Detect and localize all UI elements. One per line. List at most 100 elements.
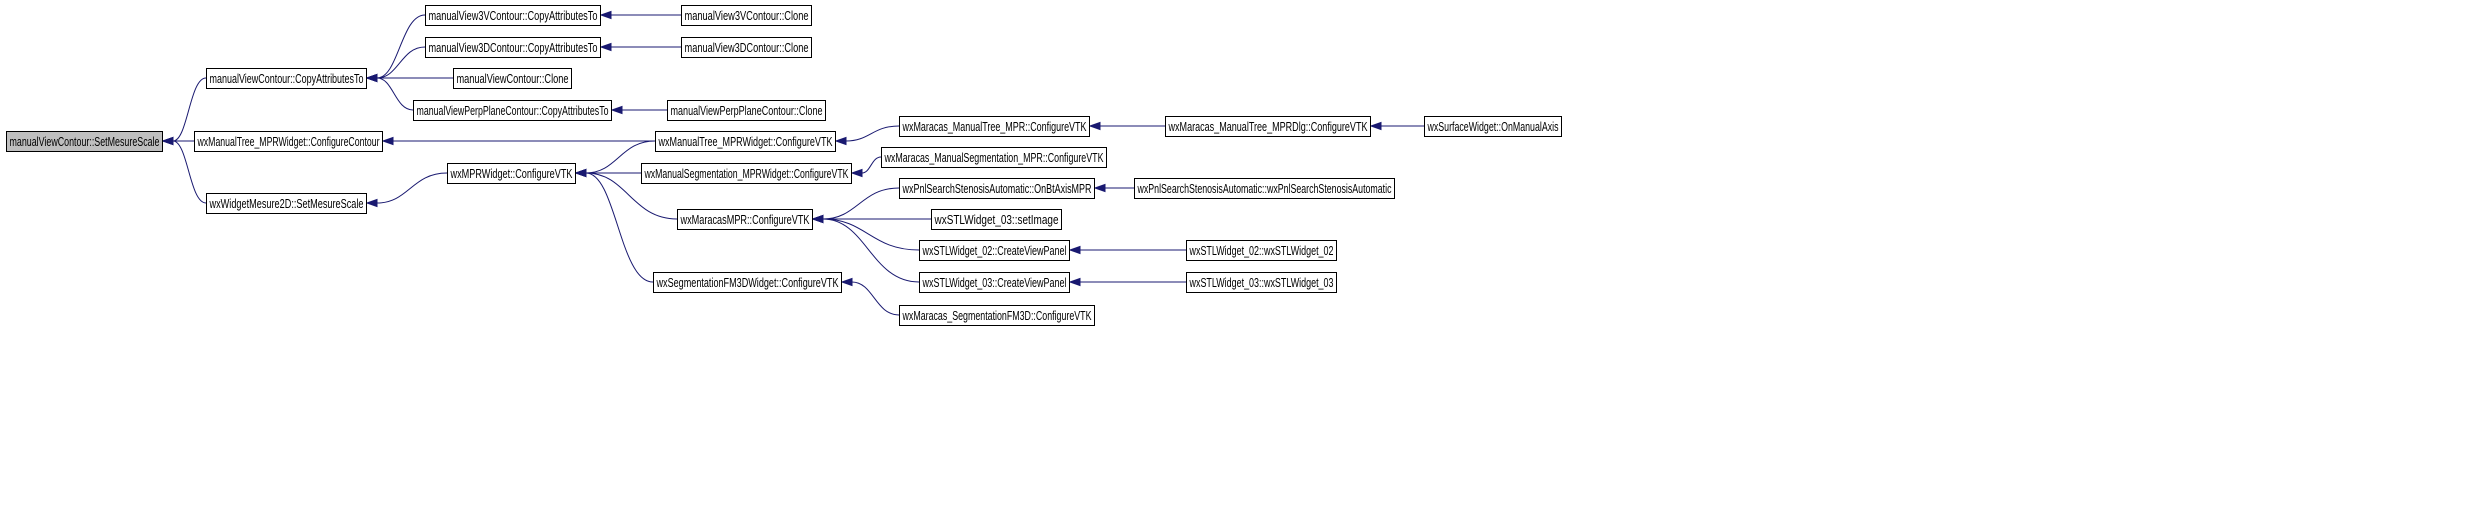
- node-wxmaracasmpr-configurevtk[interactable]: wxMaracasMPR::ConfigureVTK: [677, 209, 813, 230]
- arrowhead-n25-to-n14: [811, 214, 824, 224]
- node-label: wxManualSegmentation_MPRWidget::Configur…: [644, 167, 849, 181]
- node-manualviewcontour-clone[interactable]: manualViewContour::Clone: [453, 68, 572, 89]
- node-wxstlwidget-02-wxstlwidget-02[interactable]: wxSTLWidget_02::wxSTLWidget_02: [1186, 240, 1337, 261]
- node-manualview3vcontour-clone[interactable]: manualView3VContour::Clone: [681, 5, 812, 26]
- node-box[interactable]: [899, 116, 1090, 137]
- node-box[interactable]: [899, 305, 1095, 326]
- node-label: wxManualTree_MPRWidget::ConfigureVTK: [658, 135, 833, 149]
- node-box[interactable]: [919, 272, 1070, 293]
- node-box[interactable]: [447, 163, 576, 184]
- node-label: manualViewPerpPlaneContour::Clone: [671, 104, 823, 118]
- node-box[interactable]: [667, 100, 826, 121]
- node-box[interactable]: [206, 68, 367, 89]
- node-label: wxMPRWidget::ConfigureVTK: [450, 167, 573, 181]
- edge-n23-to-n14: [822, 218, 920, 251]
- node-label: wxManualTree_MPRWidget::ConfigureContour: [197, 135, 380, 149]
- node-box[interactable]: [413, 100, 612, 121]
- node-box[interactable]: [653, 272, 842, 293]
- node-box[interactable]: [881, 147, 1107, 168]
- node-box[interactable]: [1186, 240, 1337, 261]
- node-box[interactable]: [681, 5, 812, 26]
- edge-n25-to-n14: [822, 218, 920, 283]
- node-box[interactable]: [1165, 116, 1371, 137]
- node-wxmaracas-segmentationfm3d-configurevtk[interactable]: wxMaracas_SegmentationFM3D::ConfigureVTK: [899, 305, 1095, 326]
- node-label: wxSurfaceWidget::OnManualAxis: [1427, 120, 1559, 134]
- edge-n20-to-n14: [822, 187, 900, 220]
- node-box[interactable]: [425, 5, 601, 26]
- node-label: wxMaracas_ManualTree_MPR::ConfigureVTK: [902, 120, 1087, 134]
- node-box[interactable]: [931, 209, 1062, 230]
- edge-n27-to-n15: [851, 281, 900, 316]
- node-box[interactable]: [641, 163, 852, 184]
- node-label: manualViewContour::SetMesureScale: [10, 135, 160, 149]
- node-wxstlwidget-03-createviewpanel[interactable]: wxSTLWidget_03::CreateViewPanel: [919, 272, 1070, 293]
- node-wxpnlsearchstenosisautomatic-onbtaxismpr[interactable]: wxPnlSearchStenosisAutomatic::OnBtAxisMP…: [899, 178, 1095, 199]
- node-wxmaracas-manualtree-mprdlg-configurevtk[interactable]: wxMaracas_ManualTree_MPRDlg::ConfigureVT…: [1165, 116, 1371, 137]
- node-box[interactable]: [1186, 272, 1337, 293]
- arrowhead-n18-to-n17: [1369, 121, 1382, 131]
- node-label: wxMaracas_ManualSegmentation_MPR::Config…: [884, 151, 1104, 165]
- node-wxmanualtree-mprwidget-configurevtk[interactable]: wxManualTree_MPRWidget::ConfigureVTK: [655, 131, 836, 152]
- node-wxmprwidget-configurevtk[interactable]: wxMPRWidget::ConfigureVTK: [447, 163, 576, 184]
- node-wxsegmentationfm3dwidget-configurevtk[interactable]: wxSegmentationFM3DWidget::ConfigureVTK: [653, 272, 842, 293]
- edge-n4-to-n1: [376, 14, 426, 79]
- node-wxmaracas-manualsegmentation-mpr-configurevtk[interactable]: wxMaracas_ManualSegmentation_MPR::Config…: [881, 147, 1107, 168]
- edge-n15-to-n11: [585, 172, 654, 283]
- edge-n14-to-n11: [585, 172, 678, 220]
- node-wxsurfacewidget-onmanualaxis[interactable]: wxSurfaceWidget::OnManualAxis: [1424, 116, 1562, 137]
- node-label: manualView3VContour::CopyAttributesTo: [429, 9, 598, 23]
- node-wxmanualtree-mprwidget-configurecontour[interactable]: wxManualTree_MPRWidget::ConfigureContour: [194, 131, 383, 152]
- node-box[interactable]: [6, 131, 163, 152]
- node-label: wxSTLWidget_02::wxSTLWidget_02: [1189, 244, 1334, 258]
- node-label: wxMaracasMPR::ConfigureVTK: [680, 213, 810, 227]
- node-box[interactable]: [425, 37, 601, 58]
- node-box[interactable]: [677, 209, 813, 230]
- node-wxstlwidget-03-setimage[interactable]: wxSTLWidget_03::setImage: [931, 209, 1062, 230]
- node-box[interactable]: [899, 178, 1095, 199]
- node-wxstlwidget-03-wxstlwidget-03[interactable]: wxSTLWidget_03::wxSTLWidget_03: [1186, 272, 1337, 293]
- node-label: wxMaracas_SegmentationFM3D::ConfigureVTK: [902, 309, 1092, 323]
- node-box[interactable]: [655, 131, 836, 152]
- node-label: wxSTLWidget_03::CreateViewPanel: [922, 276, 1067, 290]
- node-label: wxPnlSearchStenosisAutomatic::OnBtAxisMP…: [902, 182, 1092, 196]
- node-label: wxSTLWidget_03::setImage: [934, 213, 1059, 227]
- arrowhead-n3-to-n0: [161, 136, 174, 146]
- node-label: manualView3DContour::Clone: [685, 41, 809, 55]
- arrowhead-n24-to-n23: [1068, 245, 1081, 255]
- node-box[interactable]: [1424, 116, 1562, 137]
- node-manualview3dcontour-copyattributesto[interactable]: manualView3DContour::CopyAttributesTo: [425, 37, 601, 58]
- node-box[interactable]: [453, 68, 572, 89]
- node-box[interactable]: [206, 193, 367, 214]
- arrowhead-n26-to-n25: [1068, 277, 1081, 287]
- node-label: manualViewPerpPlaneContour::CopyAttribut…: [417, 104, 609, 118]
- node-wxmaracas-manualtree-mpr-configurevtk[interactable]: wxMaracas_ManualTree_MPR::ConfigureVTK: [899, 116, 1090, 137]
- edge-n12-to-n11: [585, 140, 656, 174]
- arrowhead-n17-to-n16: [1088, 121, 1101, 131]
- node-box[interactable]: [194, 131, 383, 152]
- arrowhead-n15-to-n11: [574, 168, 587, 178]
- node-manualviewperpplanecontour-copyattributesto[interactable]: manualViewPerpPlaneContour::CopyAttribut…: [413, 100, 612, 121]
- node-wxstlwidget-02-createviewpanel[interactable]: wxSTLWidget_02::CreateViewPanel: [919, 240, 1070, 261]
- arrowhead-n10-to-n7: [610, 105, 623, 115]
- arrowhead-n27-to-n15: [840, 277, 853, 287]
- edge-n7-to-n1: [376, 77, 414, 111]
- node-label: wxSegmentationFM3DWidget::ConfigureVTK: [656, 276, 839, 290]
- node-label: wxPnlSearchStenosisAutomatic::wxPnlSearc…: [1137, 182, 1392, 196]
- node-wxmanualsegmentation-mprwidget-configurevtk[interactable]: wxManualSegmentation_MPRWidget::Configur…: [641, 163, 852, 184]
- node-box[interactable]: [681, 37, 812, 58]
- node-box[interactable]: [919, 240, 1070, 261]
- node-manualviewperpplanecontour-clone[interactable]: manualViewPerpPlaneContour::Clone: [667, 100, 826, 121]
- node-wxwidgetmesure2d-setmesurescale[interactable]: wxWidgetMesure2D::SetMesureScale: [206, 193, 367, 214]
- node-box[interactable]: [1134, 178, 1395, 199]
- node-manualviewcontour-copyattributesto[interactable]: manualViewContour::CopyAttributesTo: [206, 68, 367, 89]
- node-manualview3dcontour-clone[interactable]: manualView3DContour::Clone: [681, 37, 812, 58]
- node-manualview3vcontour-copyattributesto[interactable]: manualView3VContour::CopyAttributesTo: [425, 5, 601, 26]
- arrowhead-n11-to-n3: [365, 198, 378, 208]
- node-wxpnlsearchstenosisautomatic-wxpnlsearchstenosisautomatic[interactable]: wxPnlSearchStenosisAutomatic::wxPnlSearc…: [1134, 178, 1395, 199]
- edge-n19-to-n13: [861, 156, 882, 174]
- node-label: manualViewContour::CopyAttributesTo: [210, 72, 364, 86]
- node-label: wxWidgetMesure2D::SetMesureScale: [209, 197, 364, 211]
- node-label: wxMaracas_ManualTree_MPRDlg::ConfigureVT…: [1168, 120, 1368, 134]
- edge-n11-to-n3: [376, 172, 448, 204]
- node-manualviewcontour-setmesurescale[interactable]: manualViewContour::SetMesureScale: [6, 131, 163, 152]
